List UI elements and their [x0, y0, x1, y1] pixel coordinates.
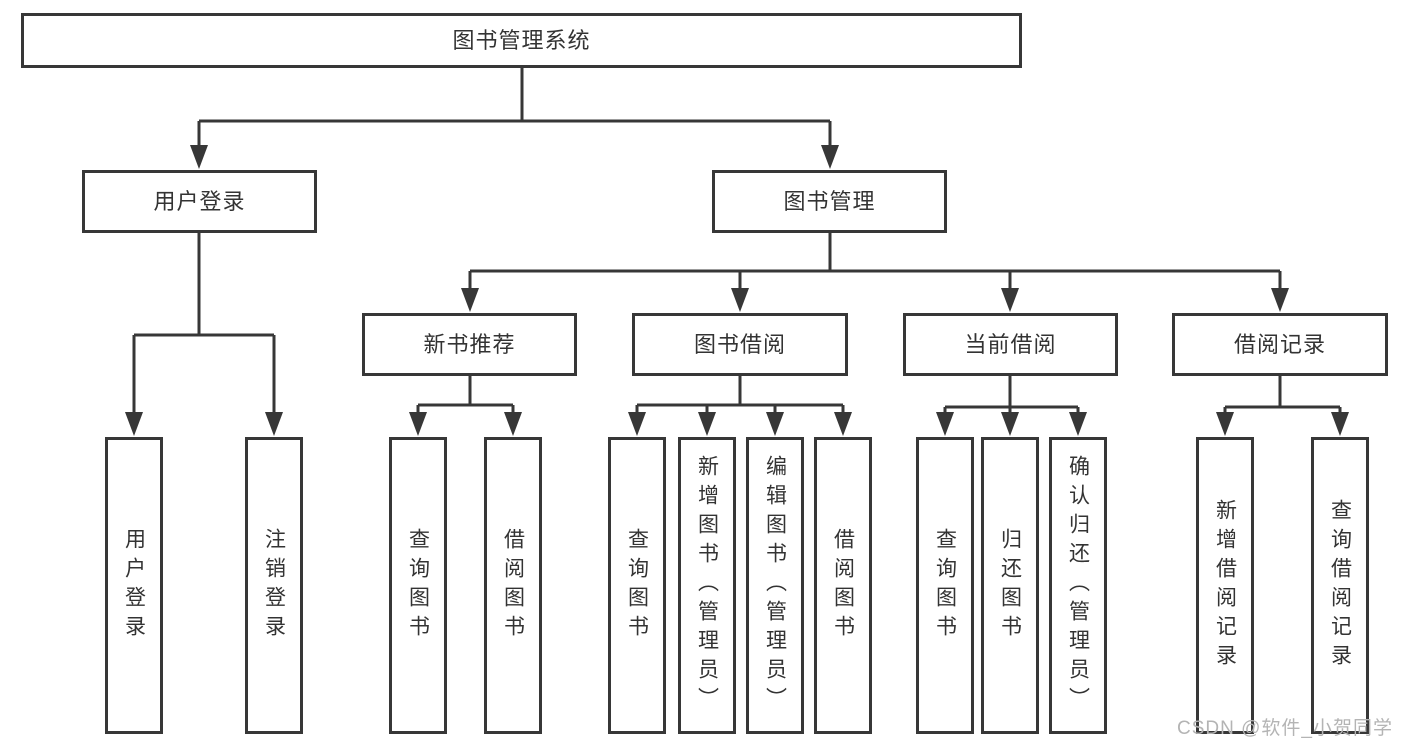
- connector-user-login-to-leaves: [125, 233, 283, 436]
- node-leaf-query-books-recommend: 查询图书: [389, 437, 447, 734]
- node-user-login: 用户登录: [82, 170, 317, 233]
- node-leaf-add-books-admin: 新增图书（管理员）: [678, 437, 736, 734]
- connector-borrowing-records-to-leaves: [1216, 376, 1349, 436]
- connector-root-to-level2: [190, 68, 839, 169]
- node-current-borrowing: 当前借阅: [903, 313, 1118, 376]
- node-book-management: 图书管理: [712, 170, 947, 233]
- csdn-watermark: CSDN @软件_小贺同学: [1177, 718, 1393, 739]
- node-leaf-borrow-books: 借阅图书: [814, 437, 872, 734]
- node-book-borrowing: 图书借阅: [632, 313, 848, 376]
- node-leaf-add-borrow-record: 新增借阅记录: [1196, 437, 1254, 734]
- node-leaf-query-borrow-record: 查询借阅记录: [1311, 437, 1369, 734]
- connector-book-borrowing-to-leaves: [628, 376, 852, 436]
- connector-book-management-to-level3: [461, 233, 1289, 312]
- node-leaf-edit-books-admin: 编辑图书（管理员）: [746, 437, 804, 734]
- node-leaf-query-books-borrow: 查询图书: [608, 437, 666, 734]
- node-leaf-confirm-return-admin: 确认归还（管理员）: [1049, 437, 1107, 734]
- node-leaf-return-books: 归还图书: [981, 437, 1039, 734]
- connector-new-book-recommend-to-leaves: [409, 376, 522, 436]
- node-leaf-query-books-current: 查询图书: [916, 437, 974, 734]
- node-leaf-borrow-books-recommend: 借阅图书: [484, 437, 542, 734]
- node-borrowing-records: 借阅记录: [1172, 313, 1388, 376]
- node-leaf-logout: 注销登录: [245, 437, 303, 734]
- node-root: 图书管理系统: [21, 13, 1022, 68]
- connector-current-borrowing-to-leaves: [936, 376, 1087, 436]
- node-new-book-recommend: 新书推荐: [362, 313, 577, 376]
- node-leaf-user-login: 用户登录: [105, 437, 163, 734]
